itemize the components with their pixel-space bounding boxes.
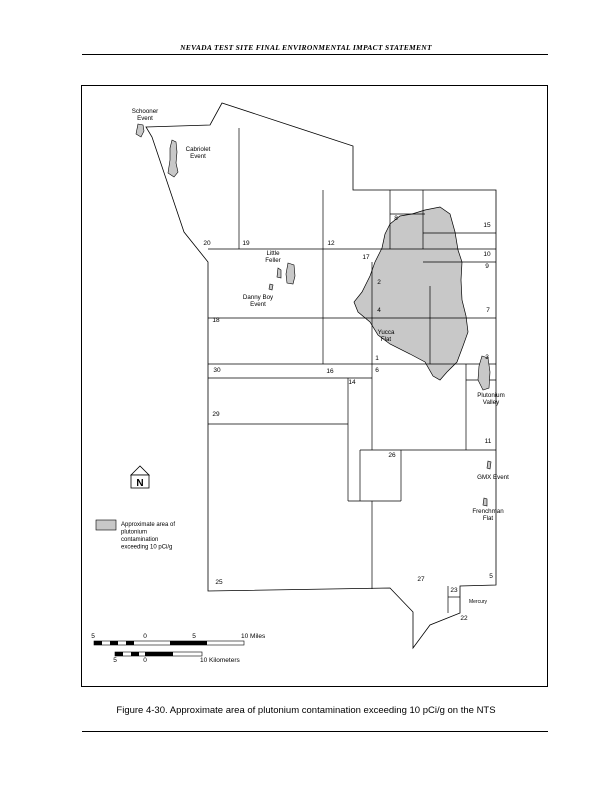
- plutonium-valley-site: [477, 355, 491, 391]
- svg-text:N: N: [136, 478, 143, 489]
- area-15: 15: [483, 222, 491, 229]
- area-26: 26: [388, 452, 396, 459]
- area-boundaries: [208, 128, 496, 613]
- area-27: 27: [417, 576, 425, 583]
- area-29: 29: [212, 411, 220, 418]
- area-23: 23: [450, 587, 458, 594]
- header-rule: [82, 54, 548, 55]
- svg-text:5: 5: [192, 633, 196, 640]
- area-7: 7: [486, 307, 490, 314]
- cabriolet-site: [167, 139, 179, 178]
- area-18: 18: [212, 317, 220, 324]
- area-1: 1: [375, 355, 379, 362]
- area-20: 20: [203, 240, 211, 247]
- area-30: 30: [213, 367, 221, 374]
- label-mercury: Mercury: [469, 599, 488, 605]
- area-19: 19: [242, 240, 250, 247]
- area-22: 22: [460, 615, 468, 622]
- scale-bar-kilometers: 5 0 10 Kilometers: [113, 651, 240, 664]
- label-gmx-event: GMX Event: [477, 474, 509, 481]
- svg-text:0: 0: [143, 633, 147, 640]
- svg-text:5: 5: [91, 633, 95, 640]
- area-10: 10: [483, 251, 491, 258]
- scale-bar-miles: 5 0 5 10 Miles: [91, 633, 266, 646]
- document-header: NEVADA TEST SITE FINAL ENVIRONMENTAL IMP…: [180, 43, 432, 52]
- area-16: 16: [326, 368, 334, 375]
- area-5: 5: [489, 573, 493, 580]
- svg-text:10 Kilometers: 10 Kilometers: [200, 657, 240, 664]
- area-8: 8: [394, 215, 398, 222]
- area-2: 2: [377, 279, 381, 286]
- little-feller-site-2: [276, 267, 282, 279]
- nts-boundary: [145, 102, 497, 650]
- area-3: 3: [485, 354, 489, 361]
- footer-rule: [82, 731, 548, 732]
- svg-text:Approximate area of plut: Approximate area of plutonium contaminat…: [121, 522, 177, 551]
- frenchman-site: [482, 497, 488, 507]
- area-12: 12: [327, 240, 335, 247]
- legend-swatch: [95, 519, 117, 531]
- area-9: 9: [485, 263, 489, 270]
- legend: Approximate area of plutonium contaminat…: [95, 519, 177, 551]
- little-feller-site: [285, 262, 296, 285]
- area-6: 6: [375, 367, 379, 374]
- danny-boy-site: [268, 283, 274, 291]
- map-frame: [81, 85, 548, 687]
- area-4: 4: [377, 307, 381, 314]
- event-sites: [135, 123, 492, 507]
- area-11: 11: [485, 438, 492, 445]
- gmx-site: [486, 460, 492, 470]
- svg-text:10 Miles: 10 Miles: [241, 633, 266, 640]
- svg-text:5: 5: [113, 657, 117, 664]
- figure-caption: Figure 4-30. Approximate area of plutoni…: [116, 705, 496, 716]
- area-17: 17: [362, 254, 370, 261]
- schooner-site: [135, 123, 145, 138]
- area-14: 14: [348, 379, 356, 386]
- svg-text:0: 0: [143, 657, 147, 664]
- area-25: 25: [215, 579, 223, 586]
- north-arrow-icon: N: [130, 465, 150, 489]
